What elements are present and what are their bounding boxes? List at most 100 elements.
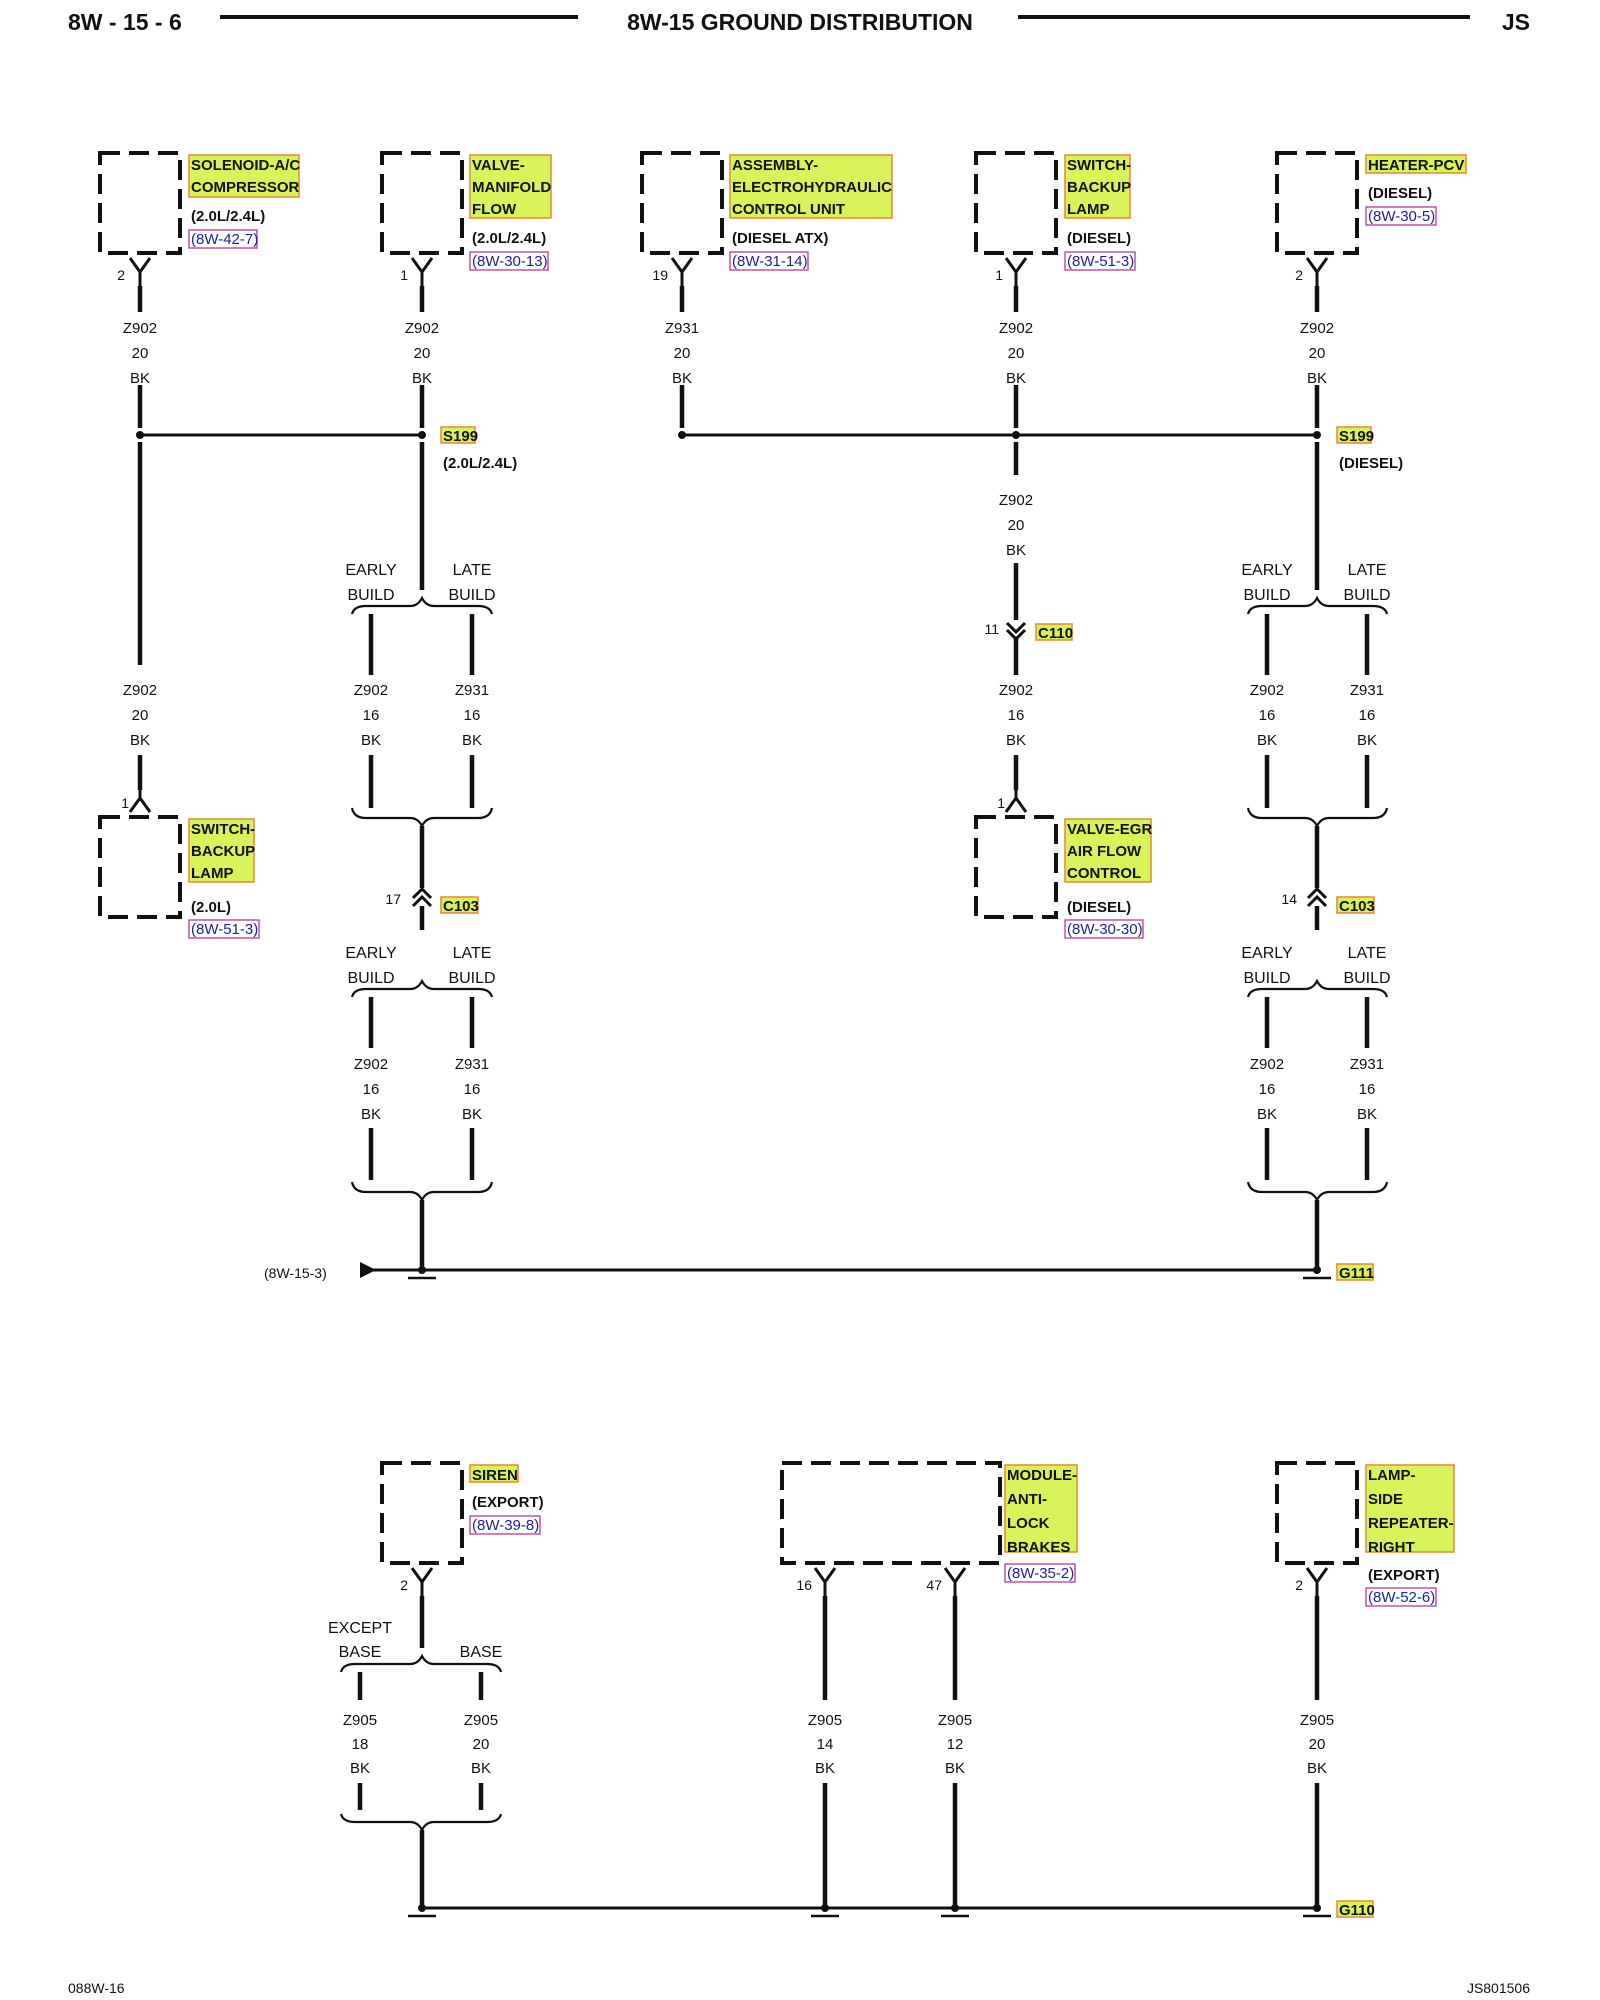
ground-label-g111: G111 <box>1339 1265 1374 1282</box>
wires-top <box>137 286 1320 428</box>
component-lamp-side-repeater-right[interactable]: LAMP- SIDE REPEATER- RIGHT (EXPORT) (8W-… <box>1275 1461 1455 1607</box>
svg-text:16: 16 <box>363 1081 380 1098</box>
svg-text:LOCK: LOCK <box>1007 1515 1050 1532</box>
ref-link[interactable]: (8W-30-5) <box>1368 208 1435 225</box>
svg-text:20: 20 <box>1008 517 1025 534</box>
svg-text:Z905: Z905 <box>464 1712 498 1729</box>
ref-link[interactable]: (8W-42-7) <box>191 231 258 248</box>
ref-link[interactable]: (8W-30-30) <box>1067 921 1143 938</box>
svg-text:(EXPORT): (EXPORT) <box>472 1494 544 1511</box>
svg-text:BUILD: BUILD <box>347 587 394 604</box>
svg-text:Z931: Z931 <box>665 320 699 337</box>
wire-label-z902-20-d: Z902 20 BK <box>1300 320 1334 387</box>
wire-label-z902-20-b: Z902 20 BK <box>405 320 439 387</box>
svg-text:BK: BK <box>462 732 482 749</box>
svg-text:SWITCH-: SWITCH- <box>191 821 255 838</box>
wire-label-z902-20-a: Z902 20 BK <box>123 320 157 387</box>
svg-text:EXCEPT: EXCEPT <box>328 1620 392 1637</box>
ground-bus-g110: G110 <box>408 1900 1375 1919</box>
svg-text:EARLY: EARLY <box>1241 945 1293 962</box>
ref-link[interactable]: (8W-30-13) <box>472 253 548 270</box>
ref-link[interactable]: (8W-51-3) <box>1067 253 1134 270</box>
svg-text:17: 17 <box>385 891 401 907</box>
svg-text:20: 20 <box>1309 1736 1326 1753</box>
component-siren[interactable]: SIREN (EXPORT) (8W-39-8) 2 <box>380 1461 544 1596</box>
svg-text:BRAKES: BRAKES <box>1007 1539 1070 1556</box>
svg-text:Z905: Z905 <box>808 1712 842 1729</box>
wire-column-valve-egr: Z902 20 BK 11 C110 Z902 16 BK 1 <box>984 442 1073 813</box>
ground-ref-link[interactable]: (8W-15-3) <box>264 1265 327 1281</box>
svg-text:BASE: BASE <box>460 1644 503 1661</box>
svg-text:COMPRESSOR: COMPRESSOR <box>191 179 300 196</box>
svg-text:Z905: Z905 <box>938 1712 972 1729</box>
svg-text:Z931: Z931 <box>1350 682 1384 699</box>
svg-text:(2.0L/2.4L): (2.0L/2.4L) <box>443 455 517 472</box>
svg-text:16: 16 <box>464 1081 481 1098</box>
svg-text:Z902: Z902 <box>354 682 388 699</box>
svg-text:16: 16 <box>464 707 481 724</box>
svg-text:(DIESEL): (DIESEL) <box>1339 455 1403 472</box>
ref-link[interactable]: (8W-31-14) <box>732 253 808 270</box>
svg-text:20: 20 <box>1008 345 1025 362</box>
svg-text:1: 1 <box>400 267 408 283</box>
svg-text:Z905: Z905 <box>343 1712 377 1729</box>
svg-text:LATE: LATE <box>453 562 492 579</box>
svg-text:18: 18 <box>352 1736 369 1753</box>
svg-text:LATE: LATE <box>1348 562 1387 579</box>
ref-link[interactable]: (8W-35-2) <box>1007 1565 1074 1582</box>
component-valve-manifold-flow[interactable]: VALVE- MANIFOLD FLOW (2.0L/2.4L) (8W-30-… <box>380 151 552 283</box>
svg-text:HEATER-PCV: HEATER-PCV <box>1368 157 1464 174</box>
component-assembly-electrohydraulic-control-unit[interactable]: ASSEMBLY- ELECTROHYDRAULIC CONTROL UNIT … <box>640 151 893 283</box>
svg-text:BK: BK <box>361 1106 381 1123</box>
svg-text:47: 47 <box>926 1577 942 1593</box>
component-switch-backup-lamp-diesel[interactable]: SWITCH- BACKUP LAMP (DIESEL) (8W-51-3) 1 <box>974 151 1136 283</box>
svg-text:16: 16 <box>363 707 380 724</box>
svg-text:(EXPORT): (EXPORT) <box>1368 1567 1440 1584</box>
ref-link[interactable]: (8W-51-3) <box>191 921 258 938</box>
svg-text:SOLENOID-A/C: SOLENOID-A/C <box>191 157 300 174</box>
component-module-anti-lock-brakes[interactable]: MODULE- ANTI- LOCK BRAKES (8W-35-2) 16 4… <box>780 1461 1078 1596</box>
svg-text:BK: BK <box>815 1760 835 1777</box>
footer-left-code: 088W-16 <box>68 1980 125 1996</box>
svg-text:20: 20 <box>1309 345 1326 362</box>
svg-text:FLOW: FLOW <box>472 201 517 218</box>
svg-text:Z931: Z931 <box>455 682 489 699</box>
svg-text:VALVE-EGR: VALVE-EGR <box>1067 821 1152 838</box>
svg-text:BK: BK <box>462 1106 482 1123</box>
splice-s199-left: S199 (2.0L/2.4L) <box>136 426 517 472</box>
svg-text:BACKUP: BACKUP <box>1067 179 1131 196</box>
svg-text:14: 14 <box>1281 891 1297 907</box>
svg-text:Z902: Z902 <box>999 682 1033 699</box>
splice-s199-right: S199 (DIESEL) <box>678 426 1403 472</box>
svg-text:BUILD: BUILD <box>448 970 495 987</box>
svg-text:CONTROL: CONTROL <box>1067 865 1141 882</box>
svg-text:14: 14 <box>817 1736 834 1753</box>
svg-text:Z902: Z902 <box>354 1056 388 1073</box>
ground-bus-g111: (8W-15-3) G111 <box>264 1262 1374 1282</box>
ref-link[interactable]: (8W-39-8) <box>472 1517 539 1534</box>
svg-text:ANTI-: ANTI- <box>1007 1491 1047 1508</box>
svg-text:LATE: LATE <box>453 945 492 962</box>
ground-label-g110: G110 <box>1339 1902 1375 1919</box>
page-number: 8W - 15 - 6 <box>68 9 182 35</box>
svg-text:BK: BK <box>1307 370 1327 387</box>
wire-column-abs: Z905 14 BK Z905 12 BK <box>808 1596 972 1905</box>
svg-text:ASSEMBLY-: ASSEMBLY- <box>732 157 818 174</box>
component-valve-egr-air-flow-control[interactable]: VALVE-EGR AIR FLOW CONTROL (DIESEL) (8W-… <box>974 815 1152 939</box>
svg-text:BACKUP: BACKUP <box>191 843 255 860</box>
ref-link[interactable]: (8W-52-6) <box>1368 1589 1435 1606</box>
svg-text:SIREN: SIREN <box>472 1467 518 1484</box>
svg-text:EARLY: EARLY <box>345 945 397 962</box>
svg-text:20: 20 <box>414 345 431 362</box>
component-solenoid-ac-compressor[interactable]: SOLENOID-A/C COMPRESSOR (2.0L/2.4L) (8W-… <box>98 151 300 283</box>
wire-column-siren: EXCEPT BASE BASE Z905 18 BK Z905 20 BK <box>328 1596 502 1905</box>
svg-text:(2.0L): (2.0L) <box>191 899 231 916</box>
svg-text:19: 19 <box>652 267 668 283</box>
svg-text:BK: BK <box>1006 732 1026 749</box>
component-switch-backup-lamp-2-0l[interactable]: SWITCH- BACKUP LAMP (2.0L) (8W-51-3) <box>98 815 260 939</box>
component-heater-pcv[interactable]: HEATER-PCV (DIESEL) (8W-30-5) 2 <box>1275 151 1467 283</box>
wire-column-switch-backup-2-0: Z902 20 BK 1 <box>121 442 157 813</box>
svg-text:16: 16 <box>796 1577 812 1593</box>
svg-text:LATE: LATE <box>1348 945 1387 962</box>
